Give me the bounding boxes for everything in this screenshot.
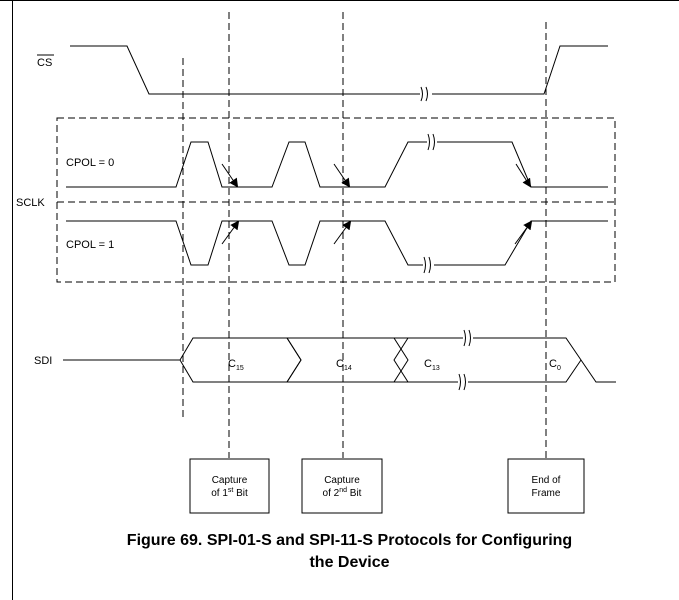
cpol0-break-mark <box>427 133 435 151</box>
capture-1-box <box>189 458 270 514</box>
cpol1-waveform <box>66 220 423 266</box>
figure-caption-line1: Figure 69. SPI-01-S and SPI-11-S Protoco… <box>126 532 573 549</box>
sdi-bit-c13-top-end <box>473 337 616 383</box>
capture-2-line2: of 2nd Bit <box>323 487 362 499</box>
figure-caption: Figure 69. SPI-01-S and SPI-11-S Protoco… <box>20 530 679 574</box>
sclk-region <box>56 117 616 283</box>
sdi-bit-label-c0: C0 <box>549 358 561 372</box>
cs-waveform-end <box>432 45 608 95</box>
cs-waveform <box>70 45 420 95</box>
cpol0-arrow-3 <box>515 163 532 188</box>
cs-break-mark <box>420 86 428 102</box>
sdi-bit-label-c15: C15 <box>228 358 244 372</box>
cpol1-arrow-2 <box>333 220 352 245</box>
cpol0-arrow-2 <box>333 163 351 188</box>
sdi-bit-c13-left <box>393 337 409 383</box>
sdi-bit-label-c14: C14 <box>336 358 352 372</box>
cpol1-waveform-end <box>434 220 608 266</box>
end-of-frame-line1: End of <box>532 475 561 486</box>
cpol0-waveform <box>66 141 427 188</box>
end-of-frame-line2: Frame <box>532 488 561 499</box>
sclk-label: SCLK <box>16 197 45 209</box>
sdi-break-mark-bottom <box>458 373 466 391</box>
end-of-frame-box <box>507 458 585 514</box>
sdi-label: SDI <box>34 355 52 367</box>
cpol0-waveform-end <box>437 141 608 188</box>
figure-caption-line2: the Device <box>309 554 390 571</box>
sdi-bit-c13-bottom-end <box>468 359 582 383</box>
cs-label: CS <box>37 57 52 69</box>
sdi-bit-c14-shape <box>287 337 409 383</box>
sdi-bit-label-c13: C13 <box>424 358 440 372</box>
cpol1-arrow-3 <box>514 220 533 245</box>
cpol1-arrow-1 <box>221 220 240 245</box>
sdi-break-mark-top <box>463 329 471 347</box>
sdi-bit-c15 <box>179 337 302 383</box>
capture-2-line1: Capture <box>324 475 360 486</box>
cpol0-arrow-1 <box>221 163 239 188</box>
capture-1-line2: of 1st Bit <box>211 487 248 499</box>
capture-2-box <box>301 458 383 514</box>
cpol0-label: CPOL = 0 <box>66 157 114 169</box>
cpol1-label: CPOL = 1 <box>66 239 114 251</box>
cpol1-break-mark <box>423 256 431 274</box>
sdi-bit-c14 <box>286 337 302 383</box>
capture-1-line1: Capture <box>212 475 248 486</box>
